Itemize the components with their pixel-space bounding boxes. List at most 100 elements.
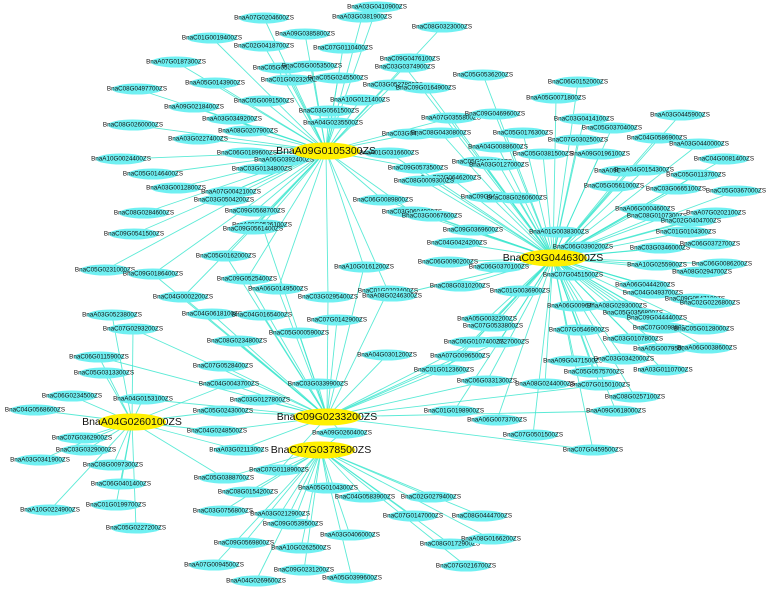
gene-node[interactable]: BnaA07G0096500ZS [430,350,490,362]
gene-node[interactable]: BnaC07G0142900ZS [307,314,367,326]
gene-node[interactable]: BnaC04G0618100ZS [182,308,242,320]
gene-node[interactable]: BnaA03G0381900ZS [332,11,392,23]
gene-node[interactable]: BnaC04G0493700ZS [623,287,683,299]
gene-node[interactable]: BnaA03G0341900ZS [10,454,70,466]
gene-node[interactable]: BnaC09G0569800ZS [214,537,274,549]
gene-node[interactable]: BnaC09G0561400ZS [223,223,283,235]
gene-node[interactable]: BnaC05G0381500ZS [513,148,573,160]
gene-node[interactable]: BnaC04G0165400ZS [232,309,292,321]
gene-node[interactable]: BnaC06G0089800ZS [353,194,413,206]
gene-node[interactable]: BnaC01G0019400ZS [182,32,242,44]
gene-node[interactable]: BnaC06G0086200ZS [692,258,752,270]
gene-node[interactable]: BnaC05G0575700ZS [564,366,624,378]
gene-node[interactable]: BnaC03G0134800ZS [232,163,292,175]
gene-node[interactable]: BnaA08G0166200ZS [461,533,521,545]
gene-node[interactable]: BnaC08G0323000ZS [412,21,472,33]
gene-node[interactable]: BnaA05G0104300ZS [298,482,358,494]
gene-node[interactable]: BnaA08G0294700ZS [672,266,732,278]
gene-node[interactable]: BnaC07G0501500ZS [503,429,563,441]
gene-node[interactable]: BnaC06G0234500ZS [42,390,102,402]
gene-node[interactable]: BnaA08G0246300ZS [362,290,422,302]
gene-node[interactable]: BnaC03G0561500ZS [299,105,359,117]
gene-node[interactable]: BnaA04G0088600ZS [468,141,528,153]
gene-node[interactable]: BnaC03G0067600ZS [402,210,462,222]
gene-node[interactable]: BnaC08G0154200ZS [218,486,278,498]
gene-node[interactable]: BnaA01G0038300ZS [529,226,589,238]
gene-node[interactable]: BnaC02G0226800ZS [680,297,740,309]
gene-node[interactable]: BnaC08G0172900ZS [420,538,480,550]
gene-node[interactable]: BnaA08G0244000ZS [515,378,575,390]
gene-node[interactable]: BnaC06G0372700ZS [680,238,740,250]
gene-node[interactable]: BnaC07G0302500ZS [548,134,608,146]
gene-node[interactable]: BnaC05G0176300ZS [493,127,553,139]
gene-node[interactable]: BnaC05G0128000ZS [674,323,734,335]
gene-node[interactable]: BnaA10G0255900ZS [627,259,687,271]
gene-node[interactable]: BnaC06G0107400ZS [444,336,504,348]
gene-node[interactable]: BnaA07G0187300ZS [146,56,206,68]
gene-node[interactable]: BnaC09G0231200ZS [274,564,334,576]
gene-node[interactable]: BnaC08G0009300ZS [394,175,454,187]
gene-node[interactable]: BnaC08G0430800ZS [411,127,471,139]
gene-node[interactable]: BnaC04G0586900ZS [627,132,687,144]
gene-node[interactable]: BnaC04G0568600ZS [5,404,65,416]
gene-node[interactable]: BnaA04G0153100ZS [113,393,173,405]
gene-node[interactable]: BnaC03G0346000ZS [630,242,690,254]
gene-node[interactable]: BnaC03G0107800ZS [603,333,663,345]
gene-node[interactable]: BnaC07G0533800ZS [463,320,523,332]
gene-node[interactable]: BnaC05G0388700ZS [194,472,254,484]
gene-node[interactable]: BnaC05G0370400ZS [582,122,642,134]
gene-node[interactable]: BnaC08G0260000ZS [103,119,163,131]
gene-node[interactable]: BnaA09G0618000ZS [586,405,646,417]
gene-node[interactable]: BnaC06G0331300ZS [457,375,517,387]
gene-node[interactable]: BnaC07G0150100ZS [570,379,630,391]
gene-node[interactable]: BnaA07G0204600ZS [234,12,294,24]
gene-node[interactable]: BnaC09G0469600ZS [465,108,525,120]
gene-node[interactable]: BnaC07G0528400ZS [193,360,253,372]
gene-node[interactable]: BnaC09G0164900ZS [396,82,456,94]
gene-node[interactable]: BnaC06G0189600ZS [217,147,277,159]
gene-node[interactable]: BnaA03G0406000ZS [320,529,380,541]
gene-node[interactable]: BnaC09G0573500ZS [388,162,448,174]
gene-node[interactable]: BnaC05G0091500ZS [234,95,294,107]
gene-node[interactable]: BnaA10G0224900ZS [20,504,80,516]
gene-node[interactable]: BnaA09G0218400ZS [164,101,224,113]
gene-node[interactable]: BnaA04G0154300ZS [614,164,674,176]
gene-node[interactable]: BnaC06G0370100ZS [469,261,529,273]
gene-node[interactable]: BnaA01G0316600ZS [359,147,419,159]
gene-node[interactable]: BnaC02G0418700ZS [234,40,294,52]
gene-node[interactable]: BnaC02G0279400ZS [401,491,461,503]
gene-node[interactable]: BnaC07G0216700ZS [436,560,496,572]
gene-node[interactable]: BnaC04G0002200ZS [153,291,213,303]
gene-node[interactable]: BnaA09G0471500ZS [543,355,603,367]
gene-node[interactable]: BnaC09G0541500ZS [104,228,164,240]
gene-node[interactable]: BnaC08G0284600ZS [114,207,174,219]
hub-node[interactable]: BnaA09G0105300ZS [276,142,376,160]
gene-node[interactable]: BnaC07G0293200ZS [103,323,163,335]
gene-node[interactable]: BnaA10G0161200ZS [334,261,394,273]
gene-node[interactable]: BnaA07G0202100ZS [686,207,746,219]
gene-node[interactable]: BnaC07G0147000ZS [383,510,443,522]
gene-node[interactable]: BnaC04G0424200ZS [427,237,487,249]
gene-node[interactable]: BnaA10G0262500ZS [271,542,331,554]
gene-node[interactable]: BnaC08G0097300ZS [83,459,143,471]
gene-node[interactable]: BnaC01G0023200ZS [261,74,321,86]
hub-node[interactable]: BnaC03G0446300ZS [503,249,603,267]
gene-node[interactable]: BnaA06G0096700ZS [547,300,607,312]
gene-node[interactable]: BnaC06G0090200ZS [418,256,478,268]
gene-node[interactable]: BnaC06G0152000ZS [548,76,608,88]
gene-node[interactable]: BnaA09G0385800ZS [275,28,335,40]
gene-node[interactable]: BnaA03G0212900ZS [250,508,310,520]
gene-node[interactable]: BnaA06G0392400ZS [254,154,314,166]
gene-node[interactable]: BnaC05G0005900ZS [269,327,329,339]
gene-node[interactable]: BnaC07G0110400ZS [313,42,373,54]
gene-node[interactable]: BnaA04G0269600ZS [226,575,286,587]
gene-node[interactable]: BnaA03G0349200ZS [202,113,262,125]
gene-node[interactable]: BnaA05G0071800ZS [526,92,586,104]
gene-node[interactable]: BnaC02G0404700ZS [661,215,721,227]
gene-node[interactable]: BnaC05G0231000ZS [75,264,135,276]
gene-node[interactable]: BnaA05G0399600ZS [322,572,382,584]
hub-node[interactable]: BnaC09G0233200ZS [277,408,377,426]
hub-node[interactable]: BnaC07G0378500ZS [271,441,371,459]
gene-node[interactable]: BnaA10G0121400ZS [330,94,390,106]
gene-node[interactable]: BnaC04G0248500ZS [187,425,247,437]
